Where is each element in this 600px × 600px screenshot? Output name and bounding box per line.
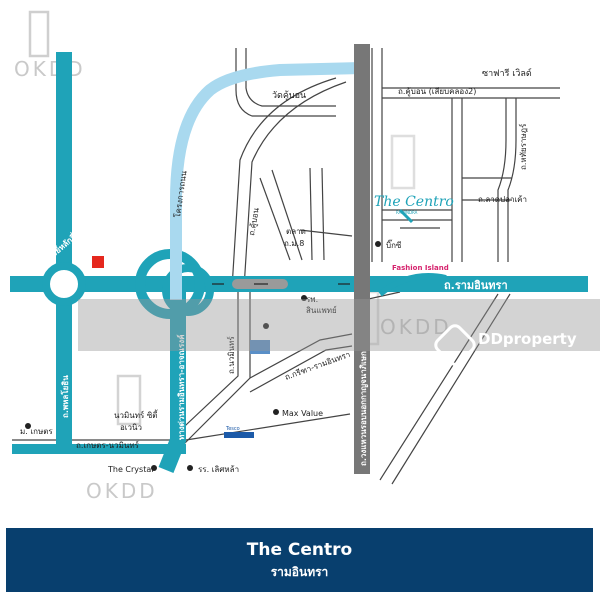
watermark-logo-top: OKDD <box>14 10 86 81</box>
centre-access-road <box>378 273 447 297</box>
road-mid-5 <box>299 229 353 237</box>
road-outer-ring <box>354 44 370 474</box>
market-dot <box>263 323 269 329</box>
road-kreetha-2 <box>249 345 353 393</box>
crystal-dot <box>151 465 157 471</box>
ptt-icon <box>92 256 104 268</box>
watermark-logo-bottom: OKDD <box>86 374 158 503</box>
label-school: รร. เลิศหล้า <box>198 465 239 474</box>
road-phahon <box>56 52 72 452</box>
bigc-dot <box>375 241 381 247</box>
label-phahon: ถ.พหลโยธิน <box>60 375 70 418</box>
label-tesco: Tesco <box>225 426 240 432</box>
watermark-text-bottom: OKDD <box>86 479 158 503</box>
label-wat-kubon: วัดคู้บอน <box>272 90 306 101</box>
school-dot <box>187 465 193 471</box>
expressway-planned <box>170 62 363 300</box>
label-kaset-nawamin: ถ.เกษตร-นวมินทร์ <box>76 440 140 450</box>
ddproperty-logo-text: DDproperty <box>478 330 577 348</box>
label-expressway: ทางด่วนรามอินทรา-อาจณรงค์ <box>176 334 186 440</box>
kaset-dot <box>25 423 31 429</box>
label-max-value: Max Value <box>282 409 323 418</box>
hospital-dot <box>301 295 307 301</box>
ddproperty-watermark-band <box>78 299 600 351</box>
label-market: ตลาด <box>286 227 306 236</box>
tesco-icon <box>224 432 254 438</box>
centro-marker <box>398 208 414 224</box>
road-mid-3 <box>309 167 313 261</box>
road-lower-link <box>185 413 351 441</box>
project-subtitle: รามอินทรา <box>270 565 329 579</box>
road-mid-2 <box>271 169 303 261</box>
label-hospital-2: สินแพทย์ <box>306 305 337 315</box>
label-kubon-road-right: ถ.คู้บอน (เสียบคลอง2) <box>398 87 476 97</box>
label-safari-world: ซาฟารี เวิลด์ <box>482 67 532 79</box>
label-the-centro-sub: RAMINDRA <box>396 210 418 215</box>
label-lat-pla-khao: ถ.ลาดปลาเค้า <box>478 195 527 204</box>
label-ramindra-road: ถ.รามอินทรา <box>444 279 508 292</box>
road-kubon-left <box>231 77 337 289</box>
watermark-text-right: OKDD <box>380 315 452 339</box>
label-hospital: รพ. <box>306 295 318 304</box>
label-m-kaset: ม. เกษตร <box>20 427 53 436</box>
road-right-v5 <box>497 98 507 262</box>
label-market-2: ถ.ม.8 <box>284 239 304 248</box>
road-kreetha-1 <box>249 333 353 379</box>
label-fashion-island: Fashion Island <box>392 264 449 272</box>
maxvalue-dot <box>273 409 279 415</box>
road-expressway-south <box>158 292 186 473</box>
laksi-circle <box>42 262 86 306</box>
road-right-v6 <box>507 98 517 262</box>
project-banner: The Centro รามอินทรา <box>6 528 593 592</box>
label-nawamin: ถ.นวมินทร์ <box>226 336 236 374</box>
label-nawamin-city-2: อเวนิว <box>120 423 142 432</box>
road-mid-4 <box>321 167 325 261</box>
road-kubon-left-inner <box>243 81 347 289</box>
label-big-c: บิ๊กซี <box>386 239 402 250</box>
label-outer-ring: ถ.วงแหวนรอบนอกกาญจนาภิเษก <box>359 351 369 466</box>
road-mid-1 <box>259 177 291 261</box>
label-hathairat: ถ.หทัยราษฎร์ <box>518 123 528 170</box>
road-upper-left <box>235 48 336 117</box>
label-the-crystal: The Crystal <box>107 465 153 474</box>
project-title: The Centro <box>246 540 353 560</box>
road-srinakarin-1 <box>379 293 499 481</box>
road-srinakarin-2 <box>391 293 511 485</box>
label-nawamin-city: นวมินทร์ ซิตี้ <box>114 409 159 420</box>
road-nawamin-1 <box>169 292 239 441</box>
interchange-loop-2 <box>162 264 214 316</box>
tesco-lotus-icon <box>250 340 270 354</box>
minor-roads <box>12 48 560 485</box>
road-upper-left-inner <box>245 48 336 107</box>
watermark-text-top: OKDD <box>14 57 86 81</box>
label-the-centro: The Centro <box>374 194 454 210</box>
road-kaset-nawamin <box>12 444 186 454</box>
